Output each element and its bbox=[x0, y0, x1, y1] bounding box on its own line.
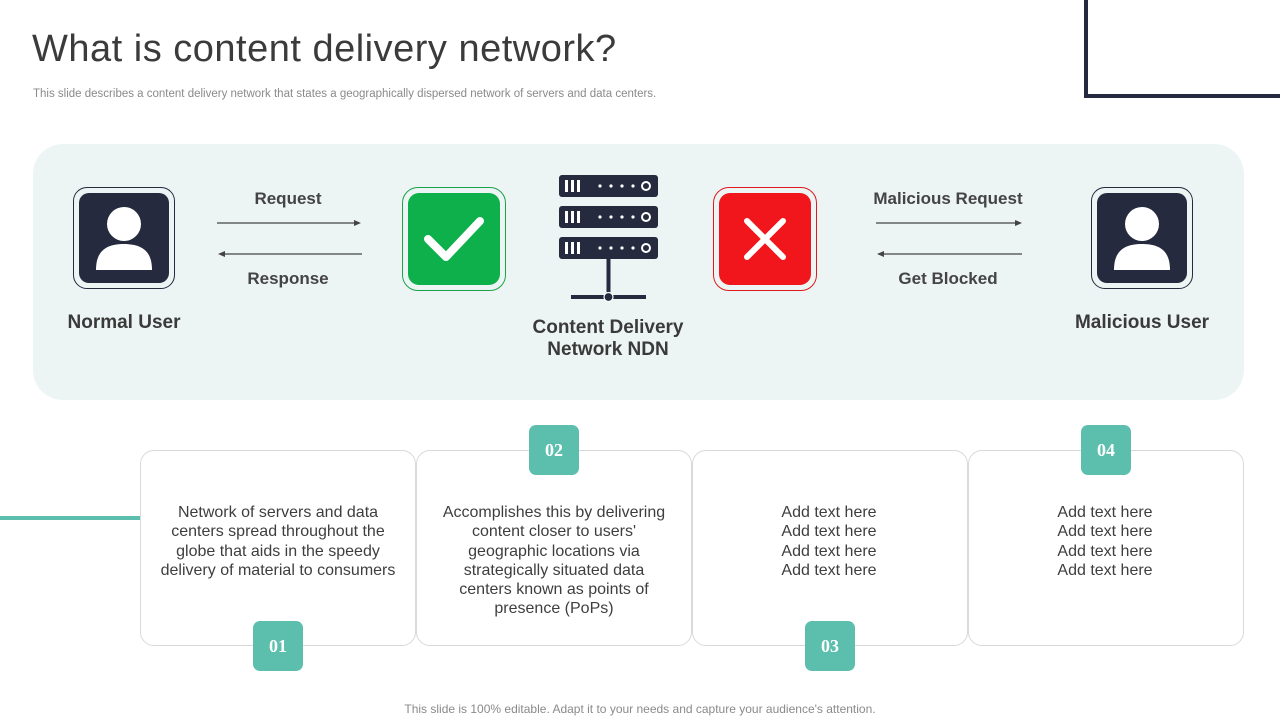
step-card-04 bbox=[968, 450, 1244, 646]
cdn-label-line2: Network NDN bbox=[547, 339, 669, 360]
response-label: Response bbox=[247, 269, 329, 288]
step-text-01: Network of servers and data centers spre… bbox=[160, 504, 396, 579]
slide-footer: This slide is 100% editable. Adapt it to… bbox=[404, 702, 876, 716]
malicious-request-label: Malicious Request bbox=[873, 189, 1023, 208]
malicious-user-label: Malicious User bbox=[1074, 312, 1210, 333]
server-rack-icon bbox=[559, 175, 658, 303]
cdn-label-line1: Content Delivery bbox=[532, 317, 684, 338]
malicious-arrows bbox=[876, 220, 1022, 257]
check-icon bbox=[402, 187, 506, 291]
step-card-03 bbox=[692, 450, 968, 646]
close-icon bbox=[713, 187, 817, 291]
normal-user-label: Normal User bbox=[67, 312, 181, 333]
step-badge-04: 04 bbox=[1081, 425, 1131, 475]
step-card-02 bbox=[416, 450, 692, 646]
normal-user-icon bbox=[73, 187, 175, 289]
cdn-label: Content Delivery Network NDN bbox=[498, 317, 718, 361]
step-text-04: Add text here Add text here Add text her… bbox=[1057, 504, 1153, 579]
request-response-arrows bbox=[217, 220, 362, 257]
step-badge-02: 02 bbox=[529, 425, 579, 475]
malicious-user-icon bbox=[1091, 187, 1193, 289]
slide-title: What is content delivery network? bbox=[32, 28, 617, 70]
teal-accent-bar bbox=[0, 516, 140, 520]
step-text-03: Add text here Add text here Add text her… bbox=[781, 504, 877, 579]
step-badge-01: 01 bbox=[253, 621, 303, 671]
request-label: Request bbox=[254, 189, 322, 208]
step-card-01 bbox=[140, 450, 416, 646]
step-badge-03: 03 bbox=[805, 621, 855, 671]
step-text-02: Accomplishes this by delivering content … bbox=[442, 504, 666, 618]
slide-subtitle: This slide describes a content delivery … bbox=[33, 88, 657, 100]
corner-decoration bbox=[1084, 0, 1280, 98]
get-blocked-label: Get Blocked bbox=[898, 269, 998, 288]
